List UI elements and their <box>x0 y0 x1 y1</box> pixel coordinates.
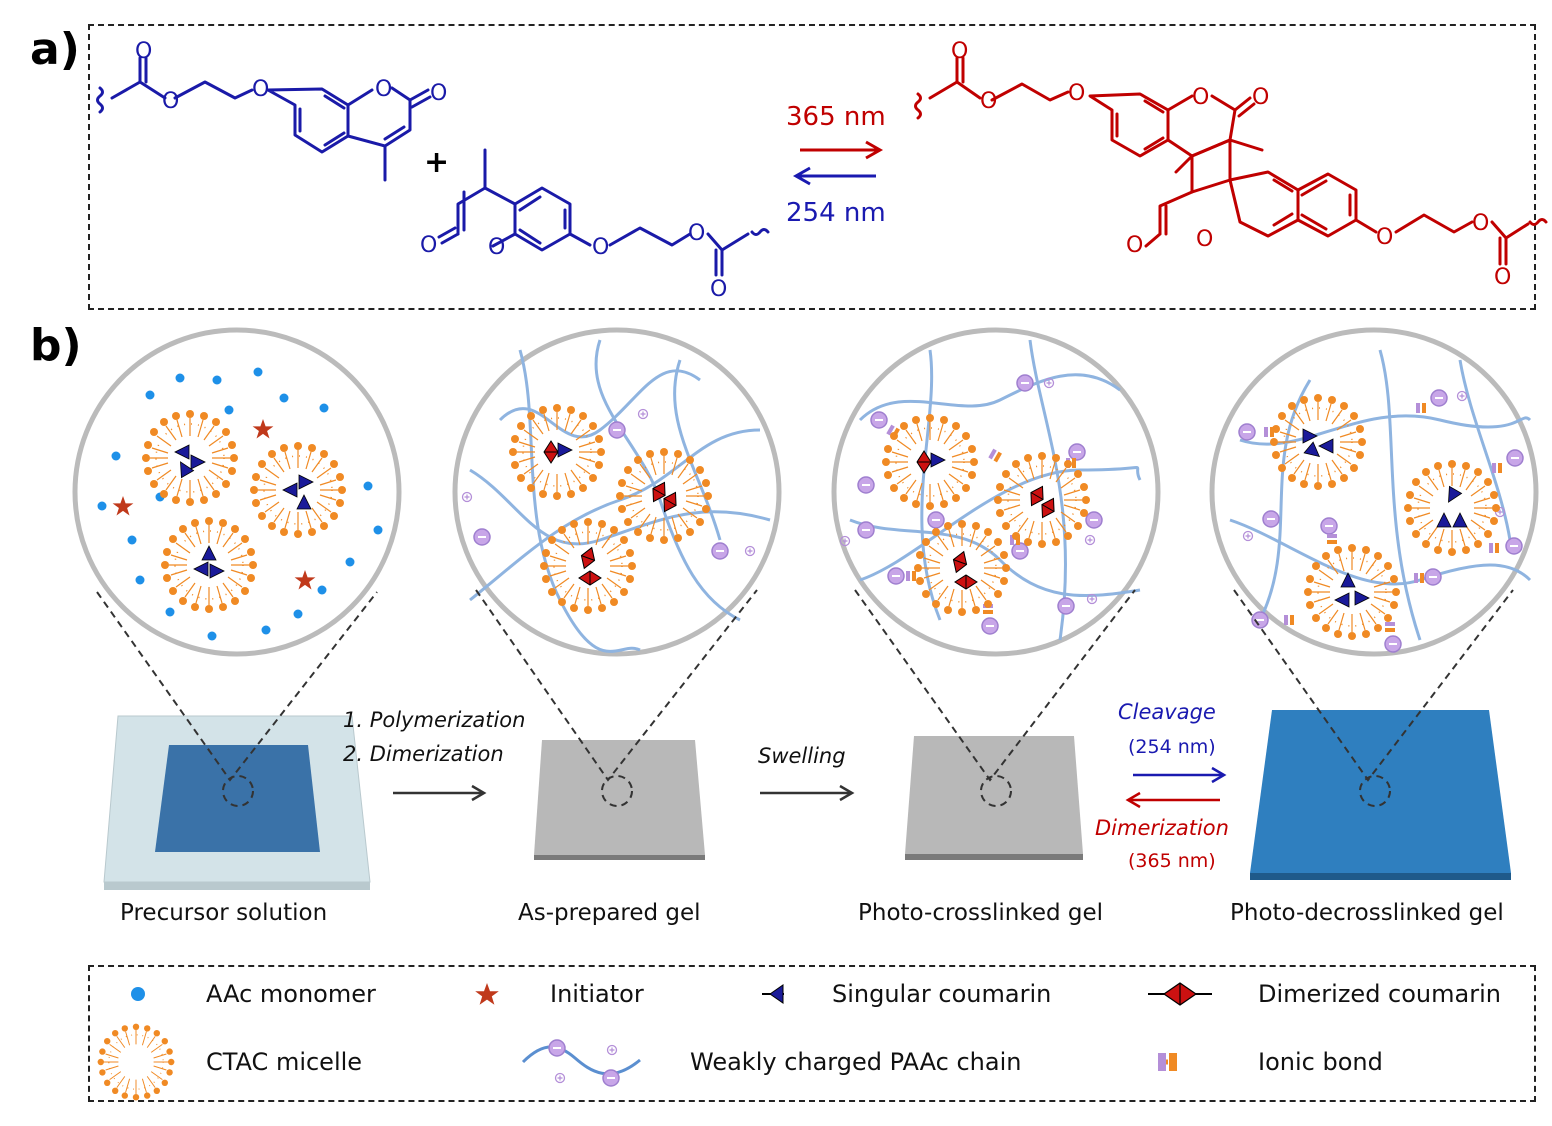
paac-chain-icon <box>521 1039 641 1087</box>
aac-monomer-icon <box>131 987 145 1001</box>
svg-text:O: O <box>951 39 968 64</box>
svg-text:O: O <box>710 277 727 302</box>
aac-monomers <box>97 367 383 641</box>
equilibrium-arrows <box>792 140 884 186</box>
reaction-scheme: O O O O O + O O O O O <box>96 39 1548 302</box>
svg-text:O: O <box>980 89 997 114</box>
step-polymerization: 1. Polymerization <box>343 708 526 732</box>
svg-text:O: O <box>420 233 437 258</box>
svg-text:O: O <box>592 235 609 260</box>
svg-text:O: O <box>1252 85 1269 110</box>
legend-chain: Weakly charged PAAc chain <box>690 1048 1022 1076</box>
coumarin-monomer-bottom <box>437 148 770 277</box>
svg-text:O: O <box>688 221 705 246</box>
step-dimerization: 2. Dimerization <box>343 742 504 766</box>
initiator-icon <box>475 983 499 1005</box>
svg-text:O: O <box>162 89 179 114</box>
panel-label-a: a) <box>30 24 80 75</box>
reverse-wavelength: 254 nm <box>786 198 886 228</box>
ionic-bond-legend-icon <box>1158 1053 1177 1071</box>
reaction-frame <box>88 24 1536 310</box>
svg-text:O: O <box>375 77 392 102</box>
atom-labels-blue: O O O O O <box>135 39 447 114</box>
initiators <box>112 419 316 590</box>
photo-crosslinked-gel <box>905 736 1083 860</box>
legend-micelle: CTAC micelle <box>206 1048 363 1076</box>
legend-frame <box>88 965 1536 1102</box>
svg-text:O: O <box>1068 81 1085 106</box>
svg-text:O: O <box>252 77 269 102</box>
legend-dimerized: Dimerized coumarin <box>1258 980 1501 1008</box>
svg-text:O: O <box>1494 265 1511 290</box>
panel-label-b: b) <box>30 320 82 371</box>
coumarin-monomer-top <box>96 56 432 182</box>
svg-text:O: O <box>430 81 447 106</box>
svg-text:O: O <box>1126 233 1143 258</box>
legend-initiator: Initiator <box>550 980 644 1008</box>
plus-sign: + <box>424 145 449 180</box>
singular-coumarin-icon <box>762 984 784 1004</box>
svg-text:O: O <box>1472 211 1489 236</box>
svg-text:O: O <box>488 235 505 260</box>
caption-photo-decrosslinked: Photo-decrosslinked gel <box>1230 900 1504 926</box>
cleavage-wavelength: (254 nm) <box>1128 736 1216 758</box>
atom-o: O <box>135 39 152 64</box>
legend-ionic: Ionic bond <box>1258 1048 1383 1076</box>
caption-as-prepared: As-prepared gel <box>518 900 701 926</box>
process-arrows <box>393 766 1227 809</box>
zoom-circle-photo-decrosslinked <box>1209 327 1539 657</box>
svg-text:O: O <box>1192 85 1209 110</box>
legend-aac: AAc monomer <box>206 980 376 1008</box>
caption-precursor: Precursor solution <box>120 900 328 926</box>
zoom-lines <box>96 589 1514 807</box>
forward-wavelength: 365 nm <box>786 102 886 132</box>
photo-decrosslinked-gel <box>1250 710 1511 880</box>
cleavage-label: Cleavage <box>1118 700 1216 724</box>
legend-singular: Singular coumarin <box>832 980 1052 1008</box>
dimerized-coumarin-icon <box>1148 982 1212 1006</box>
zoom-circle-precursor <box>72 327 402 657</box>
step-swelling: Swelling <box>758 744 846 768</box>
ctac-micelle-icon <box>96 1022 175 1102</box>
svg-text:O: O <box>1196 227 1213 252</box>
zoom-circle-photo-crosslinked <box>831 327 1161 657</box>
zoom-circle-as-prepared <box>452 327 782 657</box>
coumarin-dimer <box>914 56 1548 266</box>
dimerization-wavelength: (365 nm) <box>1128 850 1216 872</box>
precursor-plate <box>103 715 371 890</box>
caption-photo-crosslinked: Photo-crosslinked gel <box>858 900 1104 926</box>
dimerization-label: Dimerization <box>1095 816 1229 840</box>
legend-icons <box>96 982 1212 1102</box>
as-prepared-gel <box>534 740 705 860</box>
svg-text:O: O <box>1376 225 1393 250</box>
